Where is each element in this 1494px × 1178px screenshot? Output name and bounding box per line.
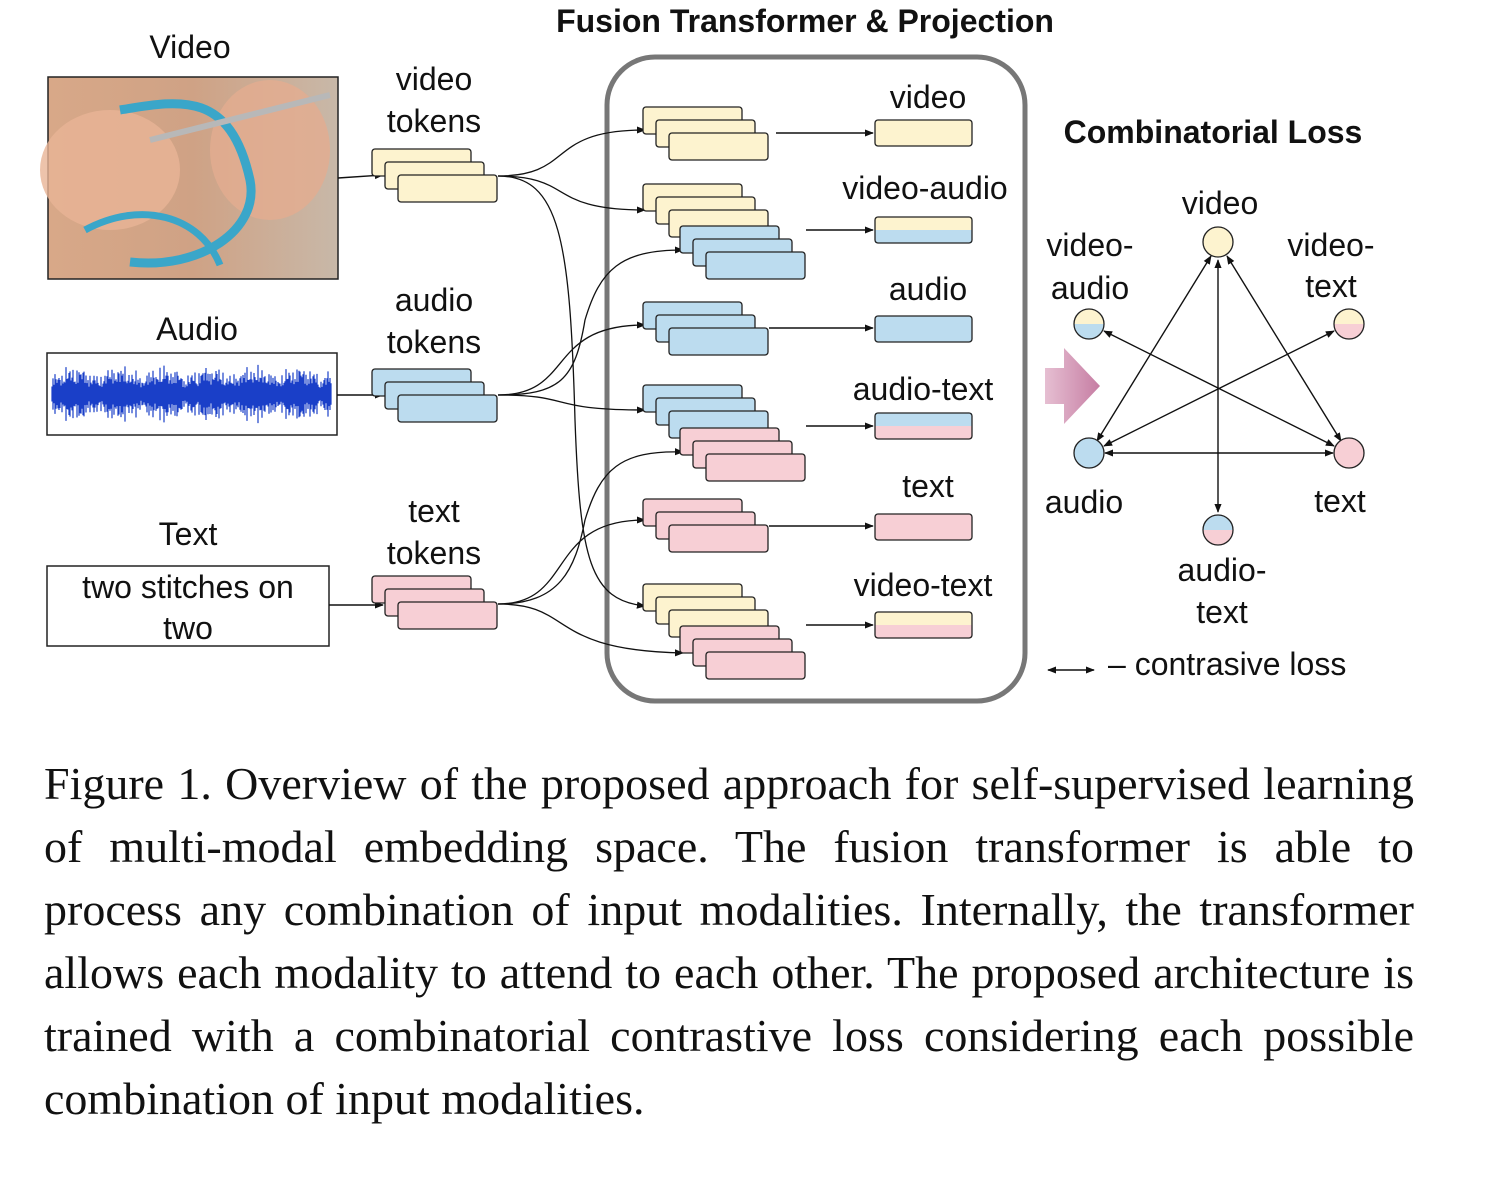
figure-caption: Figure 1. Overview of the proposed appro… (44, 758, 1414, 1124)
output-embedding-audio-text (874, 412, 973, 440)
route-audio-to-audio (497, 321, 646, 396)
output-label-audio-text: audio-text (853, 371, 994, 407)
video-text-combo-token (705, 651, 806, 680)
loss-node-text (1333, 437, 1365, 469)
route-text-to-text (497, 516, 646, 605)
text-sample-line1: two stitches on (82, 569, 294, 605)
loss-label-video-audio-2: audio (1051, 270, 1129, 306)
audio-tokens-label-2: tokens (387, 324, 481, 360)
loss-title: Combinatorial Loss (1064, 114, 1363, 150)
text-sample-box: two stitches on two (46, 565, 330, 647)
loss-node-video-text (1333, 308, 1365, 340)
loss-node-audio-text (1202, 514, 1234, 546)
output-embedding-audio (874, 315, 973, 343)
audio-waveform (46, 352, 338, 436)
loss-label-video-audio-1: video- (1046, 227, 1133, 263)
loss-label-video-text-1: video- (1287, 227, 1374, 263)
output-embedding-video-text (874, 611, 973, 639)
output-embedding-video (874, 119, 973, 147)
audio-text-combo-token (705, 453, 806, 482)
loss-node-audio (1073, 437, 1105, 469)
loss-node-video (1202, 226, 1234, 258)
route-text-to-audiotext (497, 448, 684, 605)
output-embedding-text (874, 513, 973, 541)
video-audio-combo-token (705, 251, 806, 280)
route-text-to-videotext (497, 603, 684, 657)
route-video-to-video (497, 126, 646, 177)
route-audio-to-videoaudio (497, 246, 684, 396)
video-combo-token (668, 132, 769, 161)
video-tokens-label-2: tokens (387, 103, 481, 139)
fusion-title: Fusion Transformer & Projection (556, 3, 1054, 39)
audio-tokens-label-1: audio (395, 282, 473, 318)
waveform-trace (51, 364, 332, 424)
audio-input-label: Audio (156, 311, 238, 347)
loss-label-video-text-2: text (1305, 268, 1357, 304)
video-token (397, 174, 498, 203)
output-embedding-video-audio (874, 216, 973, 244)
output-label-video-text: video-text (854, 567, 993, 603)
text-tokens-label-2: tokens (387, 535, 481, 571)
output-label-audio: audio (889, 271, 967, 307)
video-tokens-label-1: video (396, 61, 473, 97)
audio-token (397, 394, 498, 423)
text-combo-token (668, 524, 769, 553)
loss-node-video-audio (1073, 308, 1105, 340)
text-token (397, 601, 498, 630)
method-overview-figure: Fusion Transformer & Projection Combinat… (40, 3, 1375, 704)
text-sample-line2: two (163, 610, 213, 646)
legend-text: – contrasive loss (1108, 646, 1346, 682)
loss-label-video: video (1182, 185, 1259, 221)
text-input-label: Text (159, 516, 218, 552)
big-arrow-icon (1045, 348, 1100, 424)
output-label-video: video (890, 79, 967, 115)
output-label-video-audio: video-audio (842, 170, 1007, 206)
video-input-label: Video (149, 29, 230, 65)
route-video-to-videotext (497, 175, 646, 609)
fusion-transformer-box (604, 54, 1028, 704)
output-label-text: text (902, 468, 954, 504)
route-audio-to-audiotext (497, 394, 646, 414)
video-thumbnail (40, 76, 339, 280)
loss-label-text: text (1314, 483, 1366, 519)
loss-label-audio: audio (1045, 484, 1123, 520)
audio-combo-token (668, 327, 769, 356)
loss-label-audio-text-2: text (1196, 594, 1248, 630)
loss-label-audio-text-1: audio- (1178, 552, 1267, 588)
route-video-to-videoaudio (497, 175, 646, 214)
text-tokens-label-1: text (408, 493, 460, 529)
